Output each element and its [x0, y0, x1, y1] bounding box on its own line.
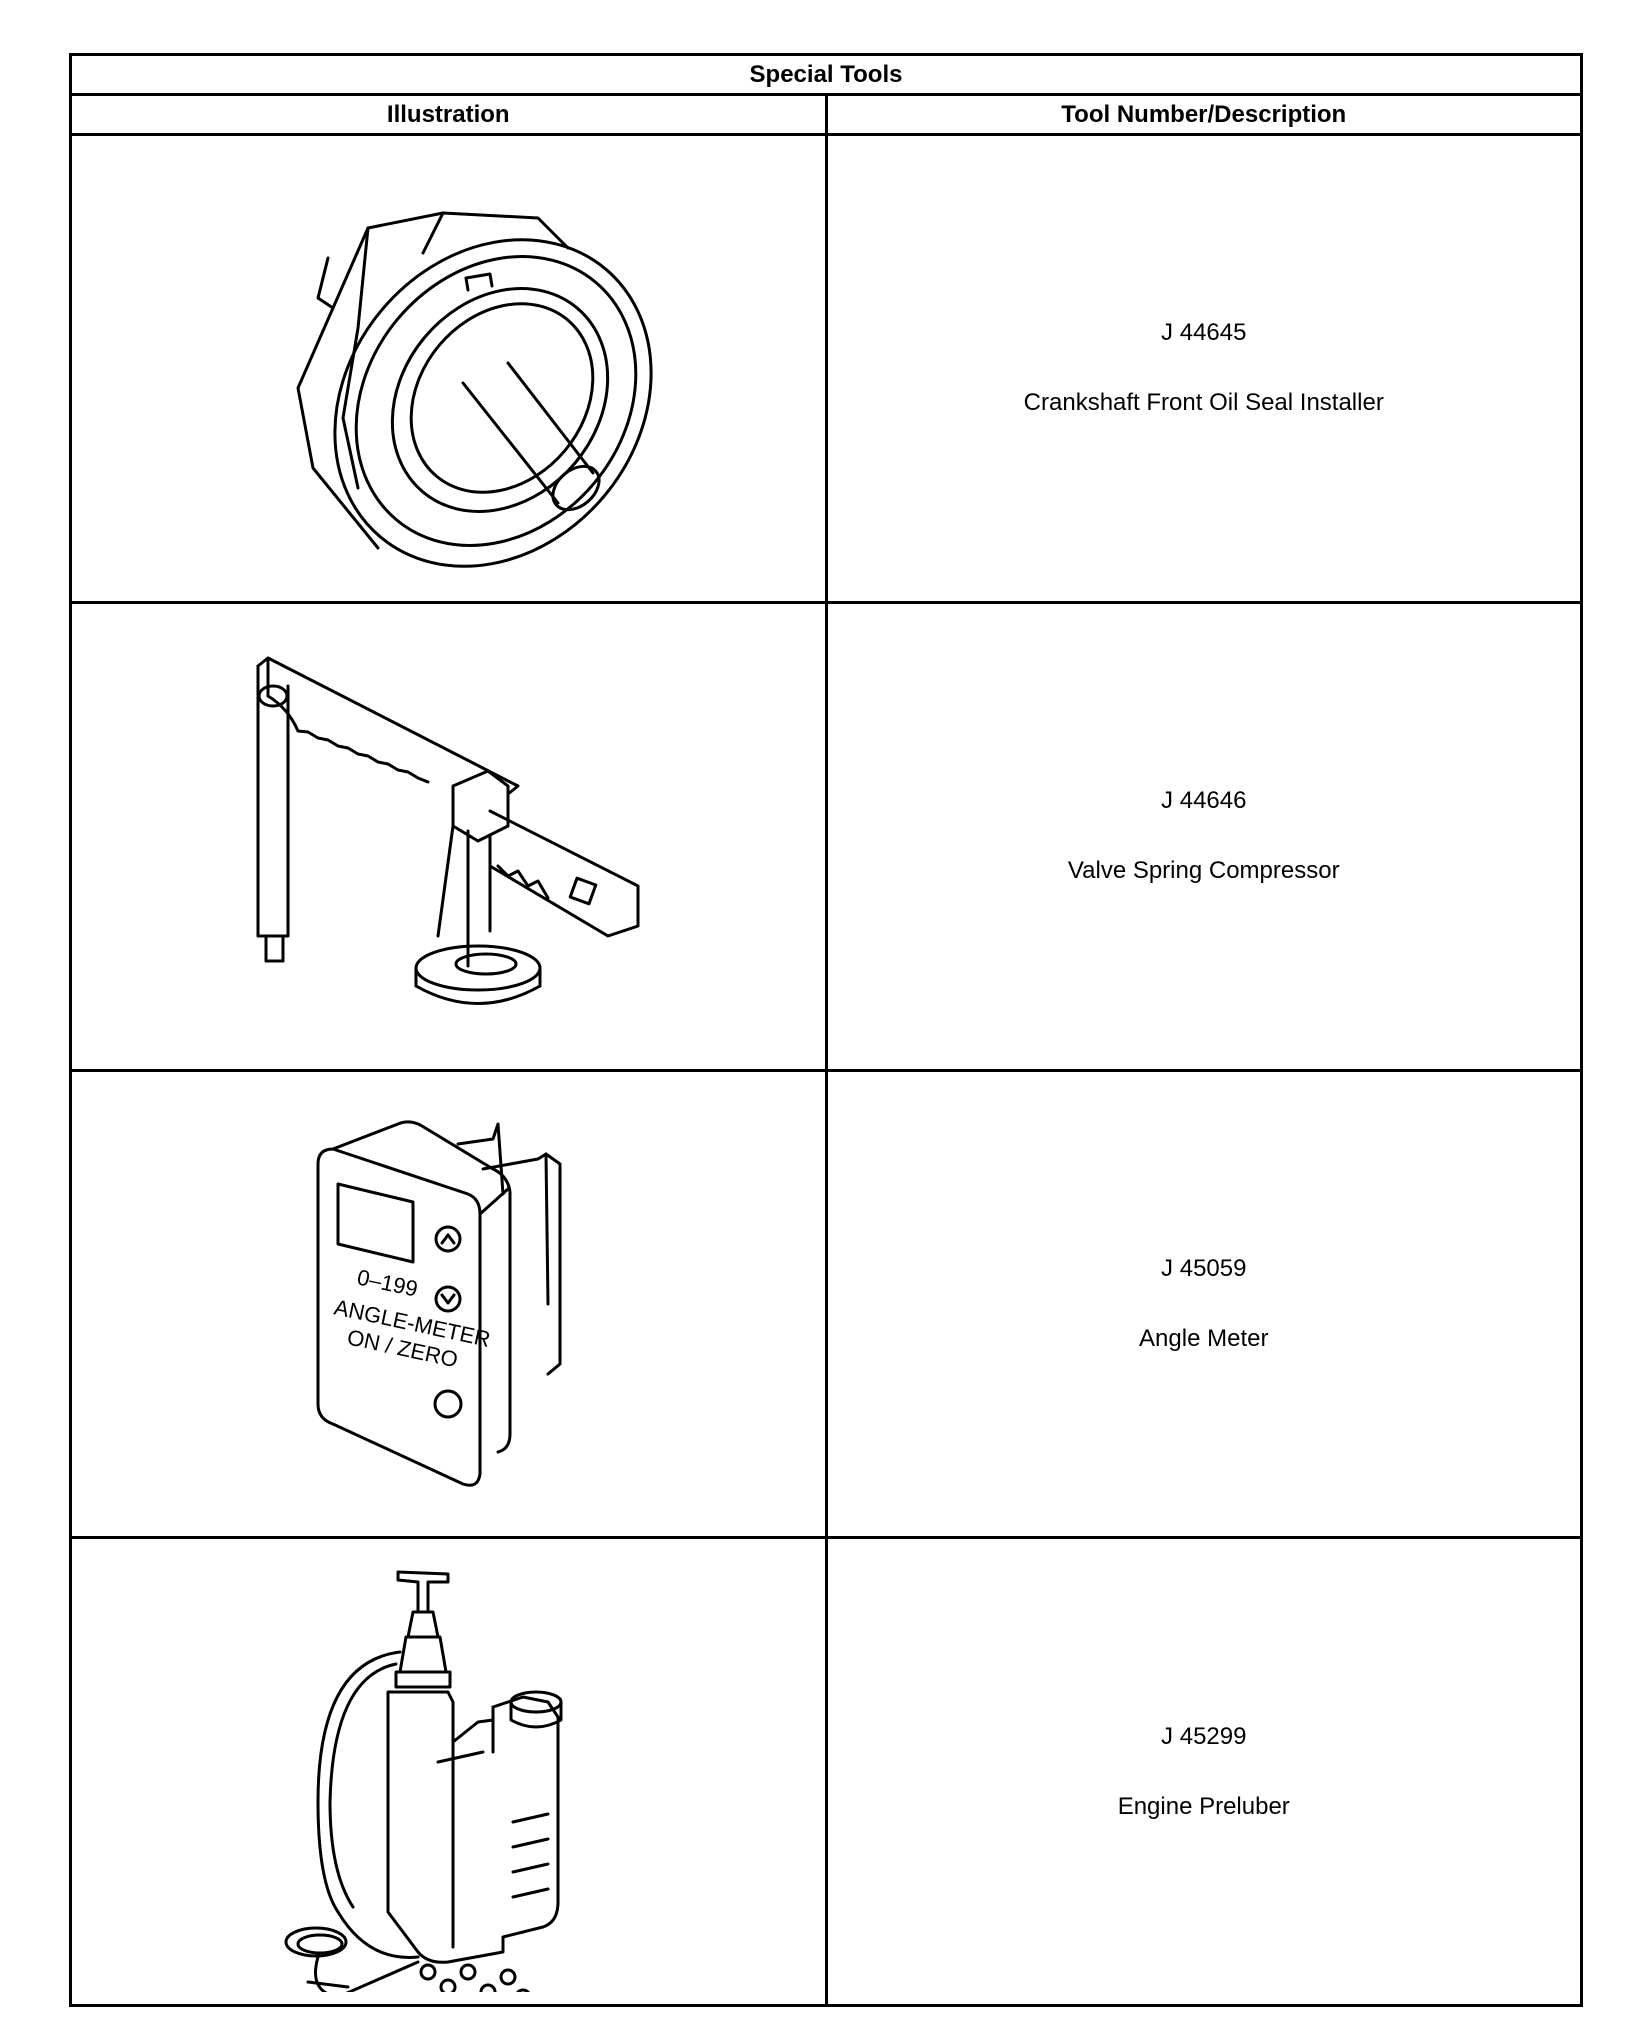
special-tools-table: Special Tools Illustration Tool Number/D… — [69, 52, 1583, 2007]
tool-name: Angle Meter — [1139, 1324, 1269, 1352]
tool-description-cell: J 45299 Engine Preluber — [824, 1536, 1583, 2007]
valve-spring-compressor-icon — [256, 656, 640, 1006]
tool-name: Crankshaft Front Oil Seal Installer — [1023, 389, 1384, 417]
tool-number: J 44646 — [1161, 787, 1247, 815]
engine-preluber-icon — [284, 1570, 563, 1992]
tool-description-cell: J 44646 Valve Spring Compressor — [824, 600, 1583, 1072]
illustration-cell — [69, 133, 828, 604]
illustration-cell: 0–199 ANGLE-METER ON / ZERO — [69, 1068, 828, 1540]
table-row: J 44645 Crankshaft Front Oil Seal Instal… — [69, 133, 1583, 604]
tool-name: Valve Spring Compressor — [1067, 857, 1340, 885]
tool-number: J 45299 — [1161, 1722, 1247, 1750]
tool-description-cell: J 44645 Crankshaft Front Oil Seal Instal… — [824, 133, 1583, 604]
illustration-cell — [69, 600, 828, 1072]
angle-meter-range-label: 0–199 — [355, 1264, 420, 1301]
tool-number: J 45059 — [1161, 1254, 1247, 1282]
tool-description-cell: J 45059 Angle Meter — [824, 1068, 1583, 1540]
column-header-tool-number-description: Tool Number/Description — [824, 93, 1583, 137]
angle-meter-icon: 0–199 ANGLE-METER ON / ZERO — [316, 1120, 562, 1487]
seal-installer-icon — [296, 211, 653, 569]
table-row: J 45299 Engine Preluber — [69, 1536, 1583, 2007]
tool-number: J 44645 — [1161, 319, 1247, 347]
column-header-illustration: Illustration — [69, 93, 828, 137]
table-row: J 44646 Valve Spring Compressor — [69, 600, 1583, 1072]
table-title: Special Tools — [69, 52, 1583, 97]
tool-name: Engine Preluber — [1117, 1792, 1290, 1820]
table-row: 0–199 ANGLE-METER ON / ZERO J 45059 Angl… — [69, 1068, 1583, 1540]
illustration-cell — [69, 1536, 828, 2007]
